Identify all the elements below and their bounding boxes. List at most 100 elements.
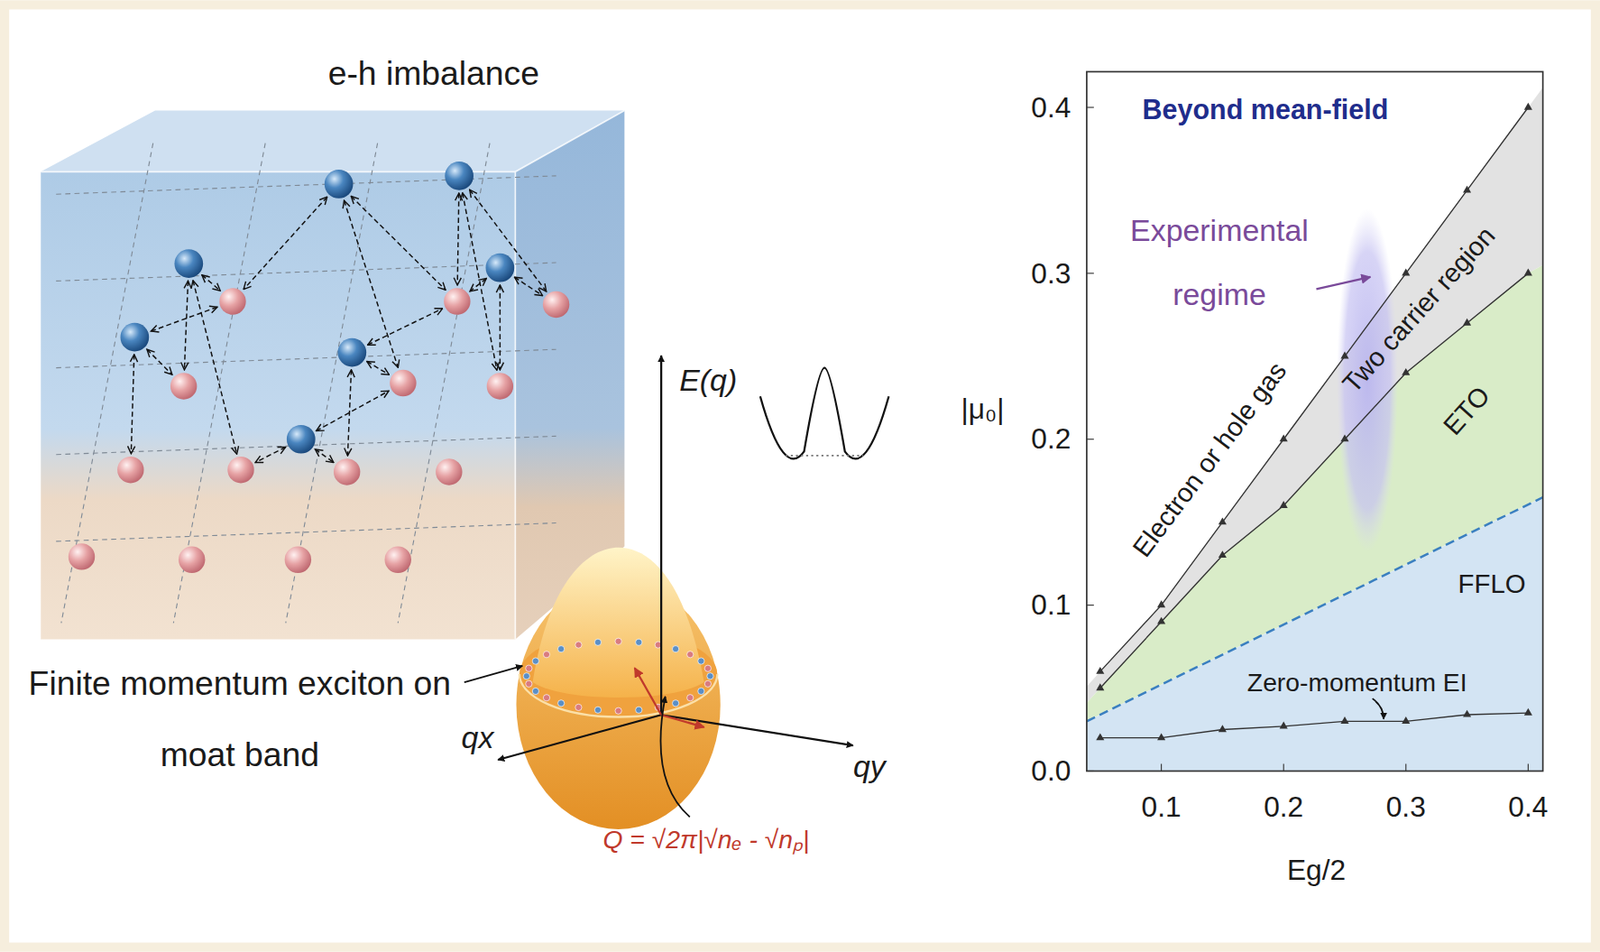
exciton-dot <box>542 694 550 701</box>
region-label: ETO <box>1436 379 1496 441</box>
slab-illustration <box>40 110 625 639</box>
data-point <box>1462 185 1472 194</box>
exciton-dot <box>704 664 711 672</box>
tick-label: 0.2 <box>1263 790 1304 823</box>
callout-text: Finite momentum exciton on moat band <box>22 647 457 790</box>
exciton-ring <box>523 637 714 714</box>
data-point <box>1218 724 1227 732</box>
qx-axis <box>497 714 662 760</box>
data-point <box>1095 682 1104 690</box>
exciton-dot <box>575 703 582 710</box>
data-point <box>1157 732 1166 740</box>
electron-sphere <box>120 322 150 352</box>
tick-label: 0.4 <box>1030 90 1071 123</box>
exciton-dot <box>615 707 622 714</box>
electron-sphere <box>324 169 354 199</box>
interaction-arrow <box>255 446 286 462</box>
radius-arrow <box>634 667 662 715</box>
exciton-dot <box>615 637 622 644</box>
slab-front-face <box>40 171 515 639</box>
exciton-dot <box>698 687 705 694</box>
interaction-arrow <box>202 275 221 292</box>
tick <box>1527 763 1529 772</box>
double-well-level <box>785 454 864 457</box>
exciton-dot <box>687 651 694 658</box>
data-point <box>1218 516 1227 525</box>
interaction-arrow <box>469 189 547 292</box>
particles <box>68 161 571 573</box>
exciton-dot <box>525 680 533 687</box>
interaction-arrow <box>462 193 497 370</box>
electron-sphere <box>286 424 316 454</box>
data-point <box>1524 102 1533 111</box>
tick <box>1405 763 1407 772</box>
phase-boundary <box>1100 273 1529 689</box>
interaction-arrow <box>183 280 188 369</box>
moat-band-illustration <box>464 355 890 829</box>
grid-line <box>61 143 154 624</box>
tick-label: 0.0 <box>1030 754 1071 787</box>
interaction-arrow <box>350 195 446 290</box>
exciton-dot <box>532 687 539 694</box>
interaction-arrow <box>150 306 218 332</box>
exciton-dot <box>594 638 601 645</box>
double-well-inset <box>760 367 890 460</box>
pointer-arrow <box>1315 276 1371 290</box>
interaction-arrow <box>469 278 487 292</box>
exciton-dot <box>532 657 539 664</box>
phase-boundary <box>1100 107 1529 672</box>
bowl-dome <box>533 547 705 698</box>
exciton-dot <box>687 694 694 701</box>
ground <box>9 9 1591 942</box>
formula: Q = √2π|√nₑ - √nₚ| <box>602 824 810 855</box>
interaction-arrow <box>130 354 134 454</box>
exciton-dot <box>523 672 530 680</box>
data-point <box>1279 721 1288 729</box>
region-note: Experimental regime <box>1102 198 1337 327</box>
panel-heading: e-h imbalance <box>328 54 540 93</box>
data-point <box>1279 433 1288 442</box>
grid-line <box>55 175 556 194</box>
region-label: Zero-momentum EI <box>1247 666 1468 697</box>
data-point <box>1157 599 1166 607</box>
hole-sphere <box>170 372 197 399</box>
qy-axis <box>661 714 854 745</box>
data-point <box>1340 433 1349 442</box>
data-point <box>1340 716 1349 724</box>
region-label: Two carrier region <box>1335 220 1501 398</box>
region-label: Electron or hole gas <box>1126 356 1293 563</box>
data-point <box>1401 268 1410 276</box>
energy-axis <box>660 355 663 715</box>
exciton-dot <box>542 651 550 658</box>
data-point <box>1524 268 1533 276</box>
interaction-arrow <box>499 285 501 370</box>
hole-sphere <box>285 546 312 573</box>
data-point <box>1401 367 1410 376</box>
tick <box>1283 763 1285 772</box>
data-point <box>1095 732 1104 740</box>
interaction-arrow <box>147 349 173 375</box>
plot-title: Beyond mean-field <box>1141 94 1389 127</box>
bowl-lip <box>519 673 718 718</box>
exciton-dot <box>558 699 565 707</box>
hole-sphere <box>435 458 462 485</box>
exciton-dot <box>558 645 565 653</box>
data-point <box>1279 500 1288 508</box>
data-point <box>1157 616 1166 625</box>
exciton-dot <box>635 706 643 713</box>
pair-arrows <box>130 189 546 462</box>
interaction-arrow <box>316 390 389 431</box>
interaction-arrow <box>367 360 390 375</box>
tick <box>1086 770 1095 772</box>
pointer-arrow <box>1372 698 1384 719</box>
axis-title: |μ₀| <box>961 391 1005 424</box>
axis-label: E(q) <box>679 361 737 397</box>
region-label: FFLO <box>1458 568 1527 599</box>
gas-region <box>1086 71 1544 771</box>
data-point <box>1095 666 1104 674</box>
exciton-dot <box>671 699 679 707</box>
electron-sphere <box>174 248 203 278</box>
plot-area <box>1086 71 1544 771</box>
